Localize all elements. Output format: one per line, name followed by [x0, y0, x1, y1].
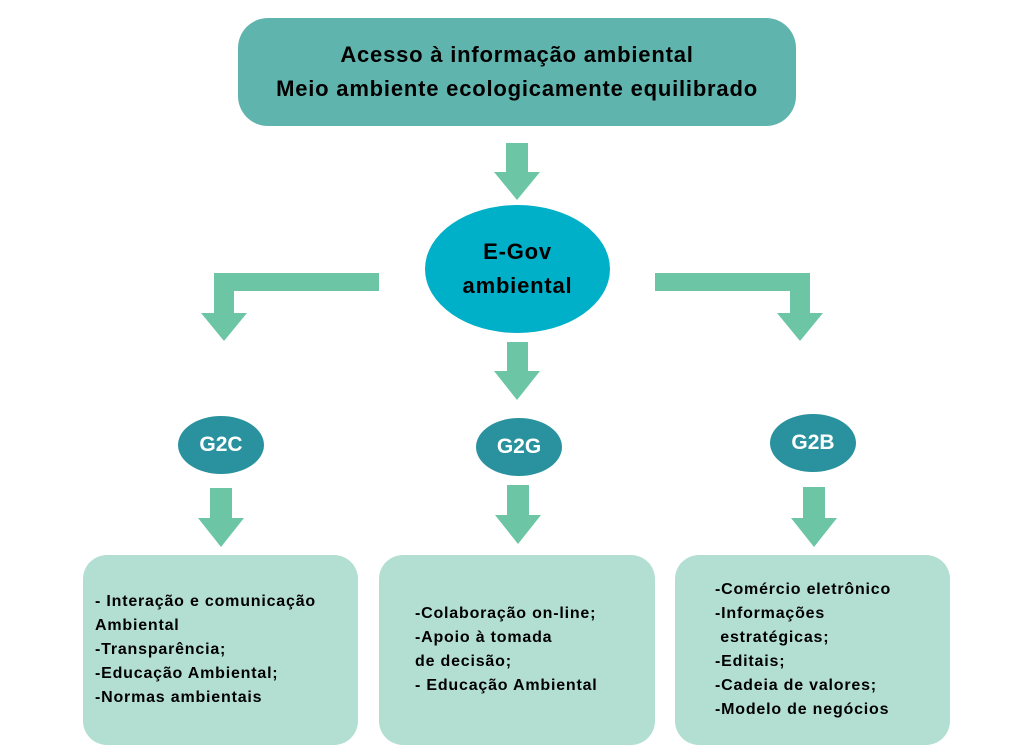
g2b-ellipse: G2B	[770, 414, 856, 472]
egov-line1: E-Gov	[483, 239, 552, 264]
g2c-item: -Normas ambientais	[95, 689, 263, 706]
g2b-content-box: -Comércio eletrônico -Informações estrat…	[675, 555, 950, 745]
arrow-down-top	[494, 143, 540, 200]
g2b-item: -Informações	[715, 605, 826, 622]
g2g-label: G2G	[496, 435, 542, 458]
egov-line2: ambiental	[462, 273, 573, 298]
g2g-item: de decisão;	[415, 653, 512, 670]
g2g-item: -Colaboração on-line;	[415, 605, 597, 622]
g2c-ellipse: G2C	[178, 416, 264, 474]
g2c-item: -Educação Ambiental;	[95, 665, 279, 682]
g2g-item: -Apoio à tomada	[415, 629, 553, 646]
g2c-label: G2C	[199, 433, 243, 456]
arrow-bent-right	[655, 273, 823, 341]
g2b-item: -Editais;	[715, 653, 786, 670]
g2c-item: -Transparência;	[95, 641, 227, 658]
g2c-item: - Interação e comunicação	[95, 593, 316, 610]
top-box-line1: Acesso à informação ambiental	[340, 42, 694, 67]
arrow-down-g2b	[791, 487, 837, 547]
g2b-item: -Modelo de negócios	[715, 701, 890, 718]
g2g-content-box: -Colaboração on-line; -Apoio à tomada de…	[379, 555, 655, 745]
g2b-item: estratégicas;	[715, 629, 830, 646]
top-objective-box: Acesso à informação ambiental Meio ambie…	[238, 18, 796, 126]
egov-ellipse: E-Gov ambiental	[425, 205, 610, 333]
arrow-down-g2c	[198, 488, 244, 547]
g2g-ellipse: G2G	[476, 418, 562, 476]
g2b-item: -Cadeia de valores;	[715, 677, 877, 694]
g2c-item: Ambiental	[95, 617, 180, 634]
top-box-line2: Meio ambiente ecologicamente equilibrado	[276, 76, 758, 101]
arrow-bent-left	[201, 273, 379, 341]
arrow-down-center	[494, 342, 540, 400]
g2c-content-box: - Interação e comunicação Ambiental -Tra…	[83, 555, 358, 745]
arrow-down-g2g	[495, 485, 541, 544]
g2b-label: G2B	[791, 431, 835, 454]
g2g-item: - Educação Ambiental	[415, 677, 598, 694]
g2b-item: -Comércio eletrônico	[715, 581, 892, 598]
